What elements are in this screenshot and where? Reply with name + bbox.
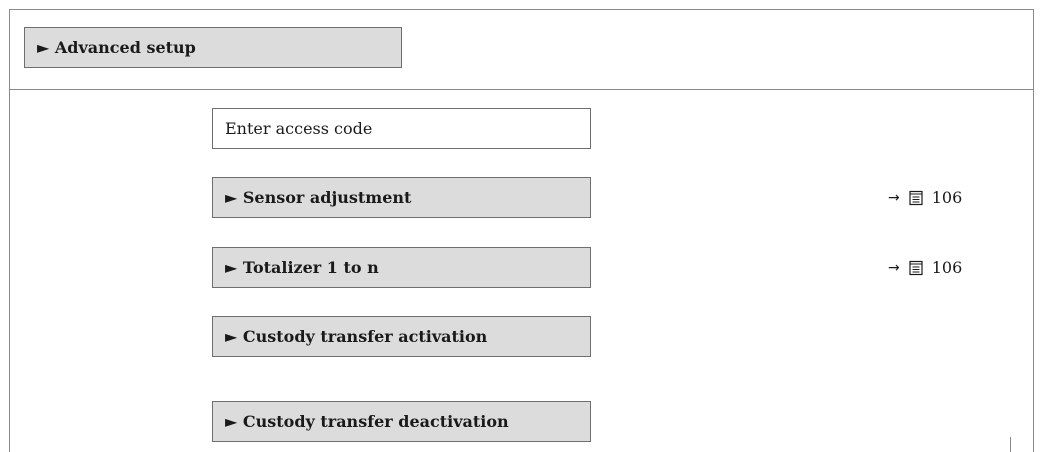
enter-access-code-field[interactable]: Enter access code xyxy=(212,108,591,149)
totalizer-page-number: 106 xyxy=(931,258,963,277)
custody-transfer-activation-button[interactable]: ► Custody transfer activation xyxy=(212,316,591,357)
totalizer-button[interactable]: ► Totalizer 1 to n xyxy=(212,247,591,288)
advanced-setup-label: ► Advanced setup xyxy=(37,38,196,57)
frame-top-border xyxy=(9,9,1033,10)
frame-left-border xyxy=(9,9,10,452)
totalizer-page-ref[interactable]: → 106 xyxy=(888,247,962,288)
totalizer-label: ► Totalizer 1 to n xyxy=(225,258,379,277)
arrow-right-icon: → xyxy=(888,189,900,206)
book-icon xyxy=(908,190,924,206)
custody-transfer-activation-label: ► Custody transfer activation xyxy=(225,327,488,346)
sensor-adjustment-page-ref[interactable]: → 106 xyxy=(888,177,962,218)
frame-right-border xyxy=(1033,9,1034,452)
frame-bottom-right-stub xyxy=(1010,437,1011,452)
advanced-setup-button[interactable]: ► Advanced setup xyxy=(24,27,402,68)
arrow-right-icon: → xyxy=(888,259,900,276)
custody-transfer-deactivation-button[interactable]: ► Custody transfer deactivation xyxy=(212,401,591,442)
sensor-adjustment-page-number: 106 xyxy=(931,188,963,207)
book-icon xyxy=(908,260,924,276)
custody-transfer-deactivation-label: ► Custody transfer deactivation xyxy=(225,412,509,431)
sensor-adjustment-button[interactable]: ► Sensor adjustment xyxy=(212,177,591,218)
section-divider xyxy=(9,89,1033,90)
enter-access-code-label: Enter access code xyxy=(225,119,373,138)
sensor-adjustment-label: ► Sensor adjustment xyxy=(225,188,412,207)
